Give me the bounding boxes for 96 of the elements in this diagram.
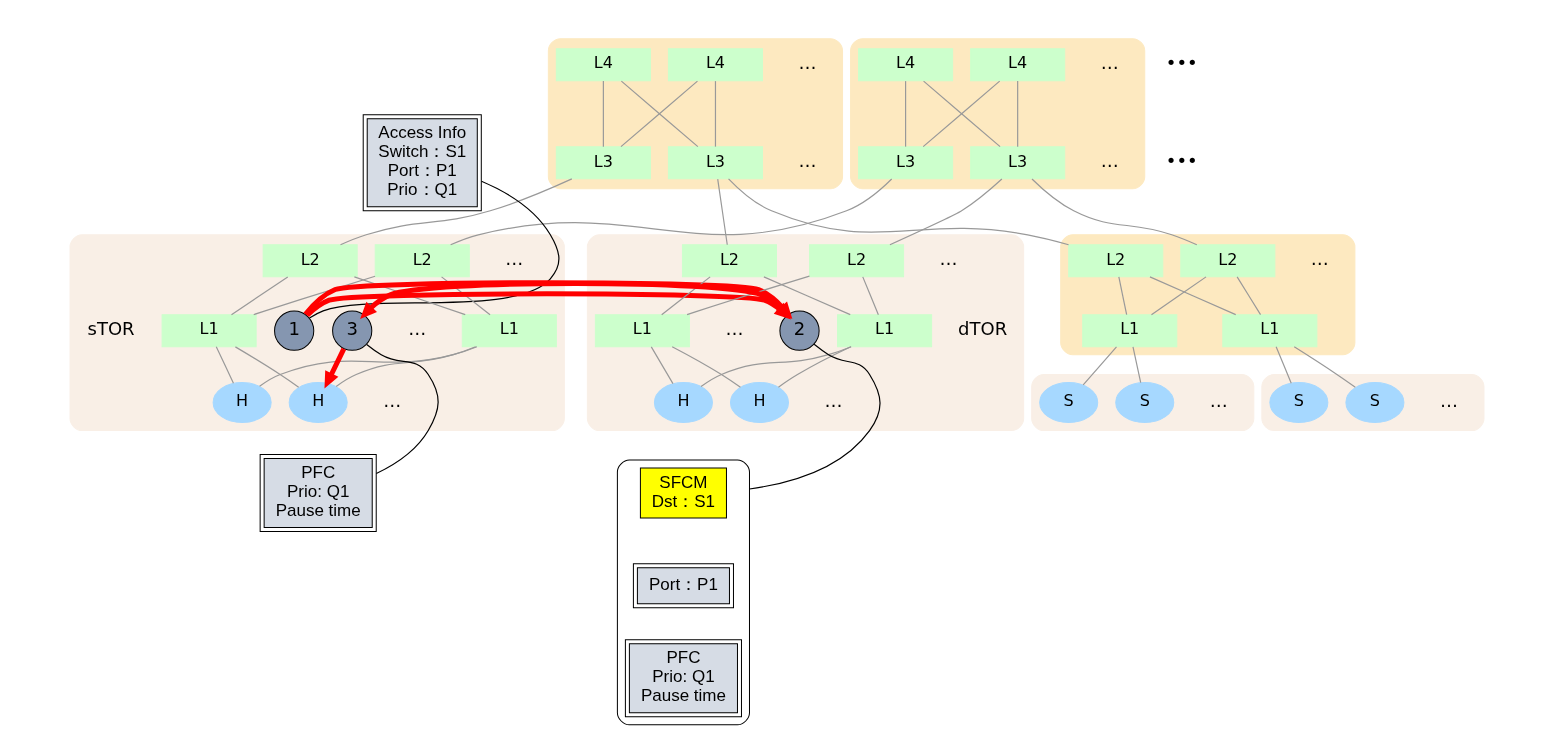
connector: [450, 178, 893, 246]
connector: [700, 346, 852, 388]
node-box: Access Info Switch：S1 Port：P1 Prio：Q1: [362, 114, 482, 212]
label: …: [1310, 248, 1329, 270]
label: …: [505, 248, 524, 270]
node-box: L3: [667, 146, 763, 180]
connector: [259, 346, 478, 387]
node-box: L1: [1082, 314, 1178, 348]
label: …: [798, 52, 817, 74]
label: …: [1209, 389, 1228, 411]
node-circle: 1: [274, 310, 315, 351]
connector: [1275, 346, 1292, 384]
node-label: sTOR: [87, 318, 135, 340]
connector: [686, 275, 810, 316]
label: •••: [1165, 150, 1198, 172]
cluster: [547, 38, 844, 190]
connector: [234, 346, 300, 388]
node-ellipse: H: [729, 382, 789, 424]
cluster: [1031, 374, 1255, 432]
connector: [1017, 80, 1019, 148]
node-box: L4: [555, 48, 651, 82]
cluster: [850, 38, 1146, 190]
connector: [748, 343, 881, 490]
connector: [1031, 178, 1198, 246]
cluster: [69, 234, 565, 432]
node-box: L2: [809, 244, 905, 278]
connector: [727, 178, 1070, 246]
node-box: PFC Prio: Q1 Pause time: [259, 454, 377, 533]
connector: [366, 343, 439, 475]
node-box: L2: [681, 244, 777, 278]
label: …: [798, 150, 817, 172]
node-box: L1: [1222, 314, 1318, 348]
node-ellipse: H: [212, 382, 272, 424]
label: …: [383, 389, 402, 411]
connector: [230, 276, 289, 316]
node-ellipse: S: [1039, 382, 1099, 424]
node-box: L1: [161, 314, 257, 348]
connector: [1293, 346, 1356, 388]
node-ellipse: H: [653, 382, 713, 424]
label: …: [1439, 389, 1458, 411]
label: …: [725, 318, 744, 340]
connector: [602, 80, 604, 148]
cluster: [586, 234, 1025, 432]
label: …: [824, 389, 843, 411]
arrow: [324, 347, 347, 389]
node-box: L4: [858, 48, 954, 82]
connector: [714, 80, 717, 148]
node-box: L3: [555, 146, 651, 180]
node-circle: 3: [332, 310, 373, 351]
node-box: L2: [374, 244, 470, 278]
node-box: L1: [594, 314, 690, 348]
connector: [1118, 276, 1128, 316]
node-box: L2: [1068, 244, 1164, 278]
node-circle: 2: [779, 310, 820, 351]
node-box: PFC Prio: Q1 Pause time: [624, 639, 742, 718]
node-box: L3: [858, 146, 954, 180]
connector: [862, 276, 879, 316]
node-label: dTOR: [958, 318, 1008, 340]
node-box: L4: [667, 48, 763, 82]
connector: [905, 80, 907, 148]
node-ellipse: S: [1345, 382, 1405, 424]
label: •••: [1165, 52, 1198, 74]
label: …: [408, 318, 427, 340]
connector: [777, 346, 852, 388]
node-ellipse: S: [1269, 382, 1329, 424]
connector: [1236, 276, 1262, 316]
node-box: L2: [262, 244, 358, 278]
connector: [620, 80, 699, 148]
connector: [339, 178, 573, 246]
connector: [671, 346, 742, 388]
node-box: L4: [970, 48, 1066, 82]
node-box: L1: [837, 314, 933, 348]
label: …: [939, 248, 958, 270]
connector: [661, 276, 711, 316]
node-box: L1: [461, 314, 557, 348]
node-ellipse: H: [288, 382, 348, 424]
node-box: L2: [1180, 244, 1276, 278]
node-ellipse: S: [1115, 382, 1175, 424]
label: …: [1100, 150, 1119, 172]
connector: [650, 346, 674, 385]
connector: [335, 346, 477, 387]
label: …: [1100, 52, 1119, 74]
connector: [1132, 346, 1142, 384]
connector: [1149, 276, 1237, 316]
node-box: L3: [970, 146, 1066, 180]
connector: [215, 346, 235, 384]
connector: [1082, 346, 1118, 386]
connector: [1150, 276, 1207, 316]
cluster: [1060, 234, 1356, 356]
node-box: Port：P1: [632, 563, 734, 609]
connector: [889, 178, 1003, 246]
node-box: SFCM Dst：S1: [639, 467, 727, 519]
cluster: [1261, 374, 1485, 432]
connector: [717, 178, 728, 246]
cluster: [616, 459, 750, 726]
connector: [763, 276, 851, 316]
